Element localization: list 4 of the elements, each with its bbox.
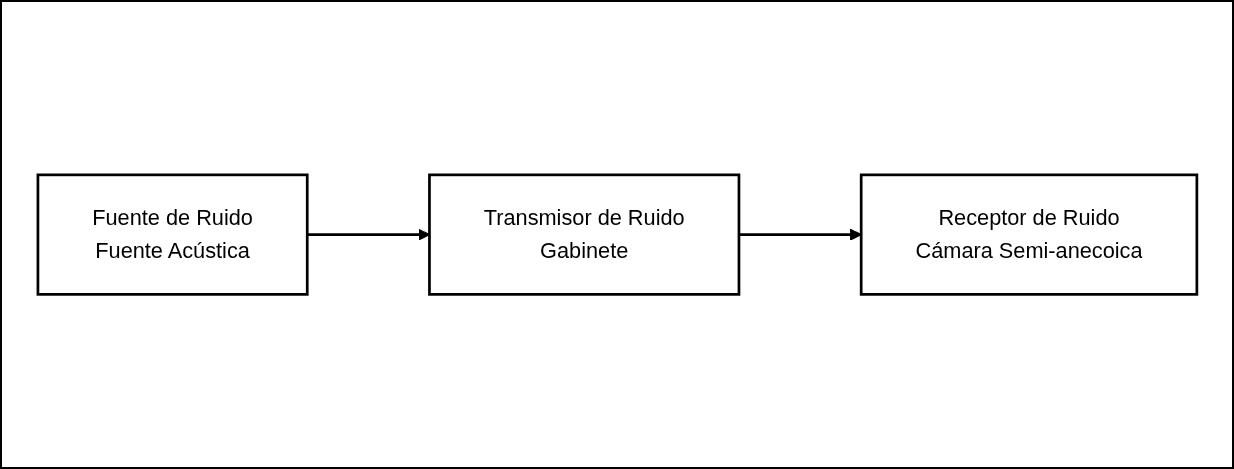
arrow xyxy=(306,228,430,241)
node-box: Fuente de Ruido Fuente Acústica xyxy=(36,173,309,296)
node-box: Receptor de Ruido Cámara Semi-anecoica xyxy=(859,173,1198,296)
node-box: Transmisor de Ruido Gabinete xyxy=(427,173,740,296)
